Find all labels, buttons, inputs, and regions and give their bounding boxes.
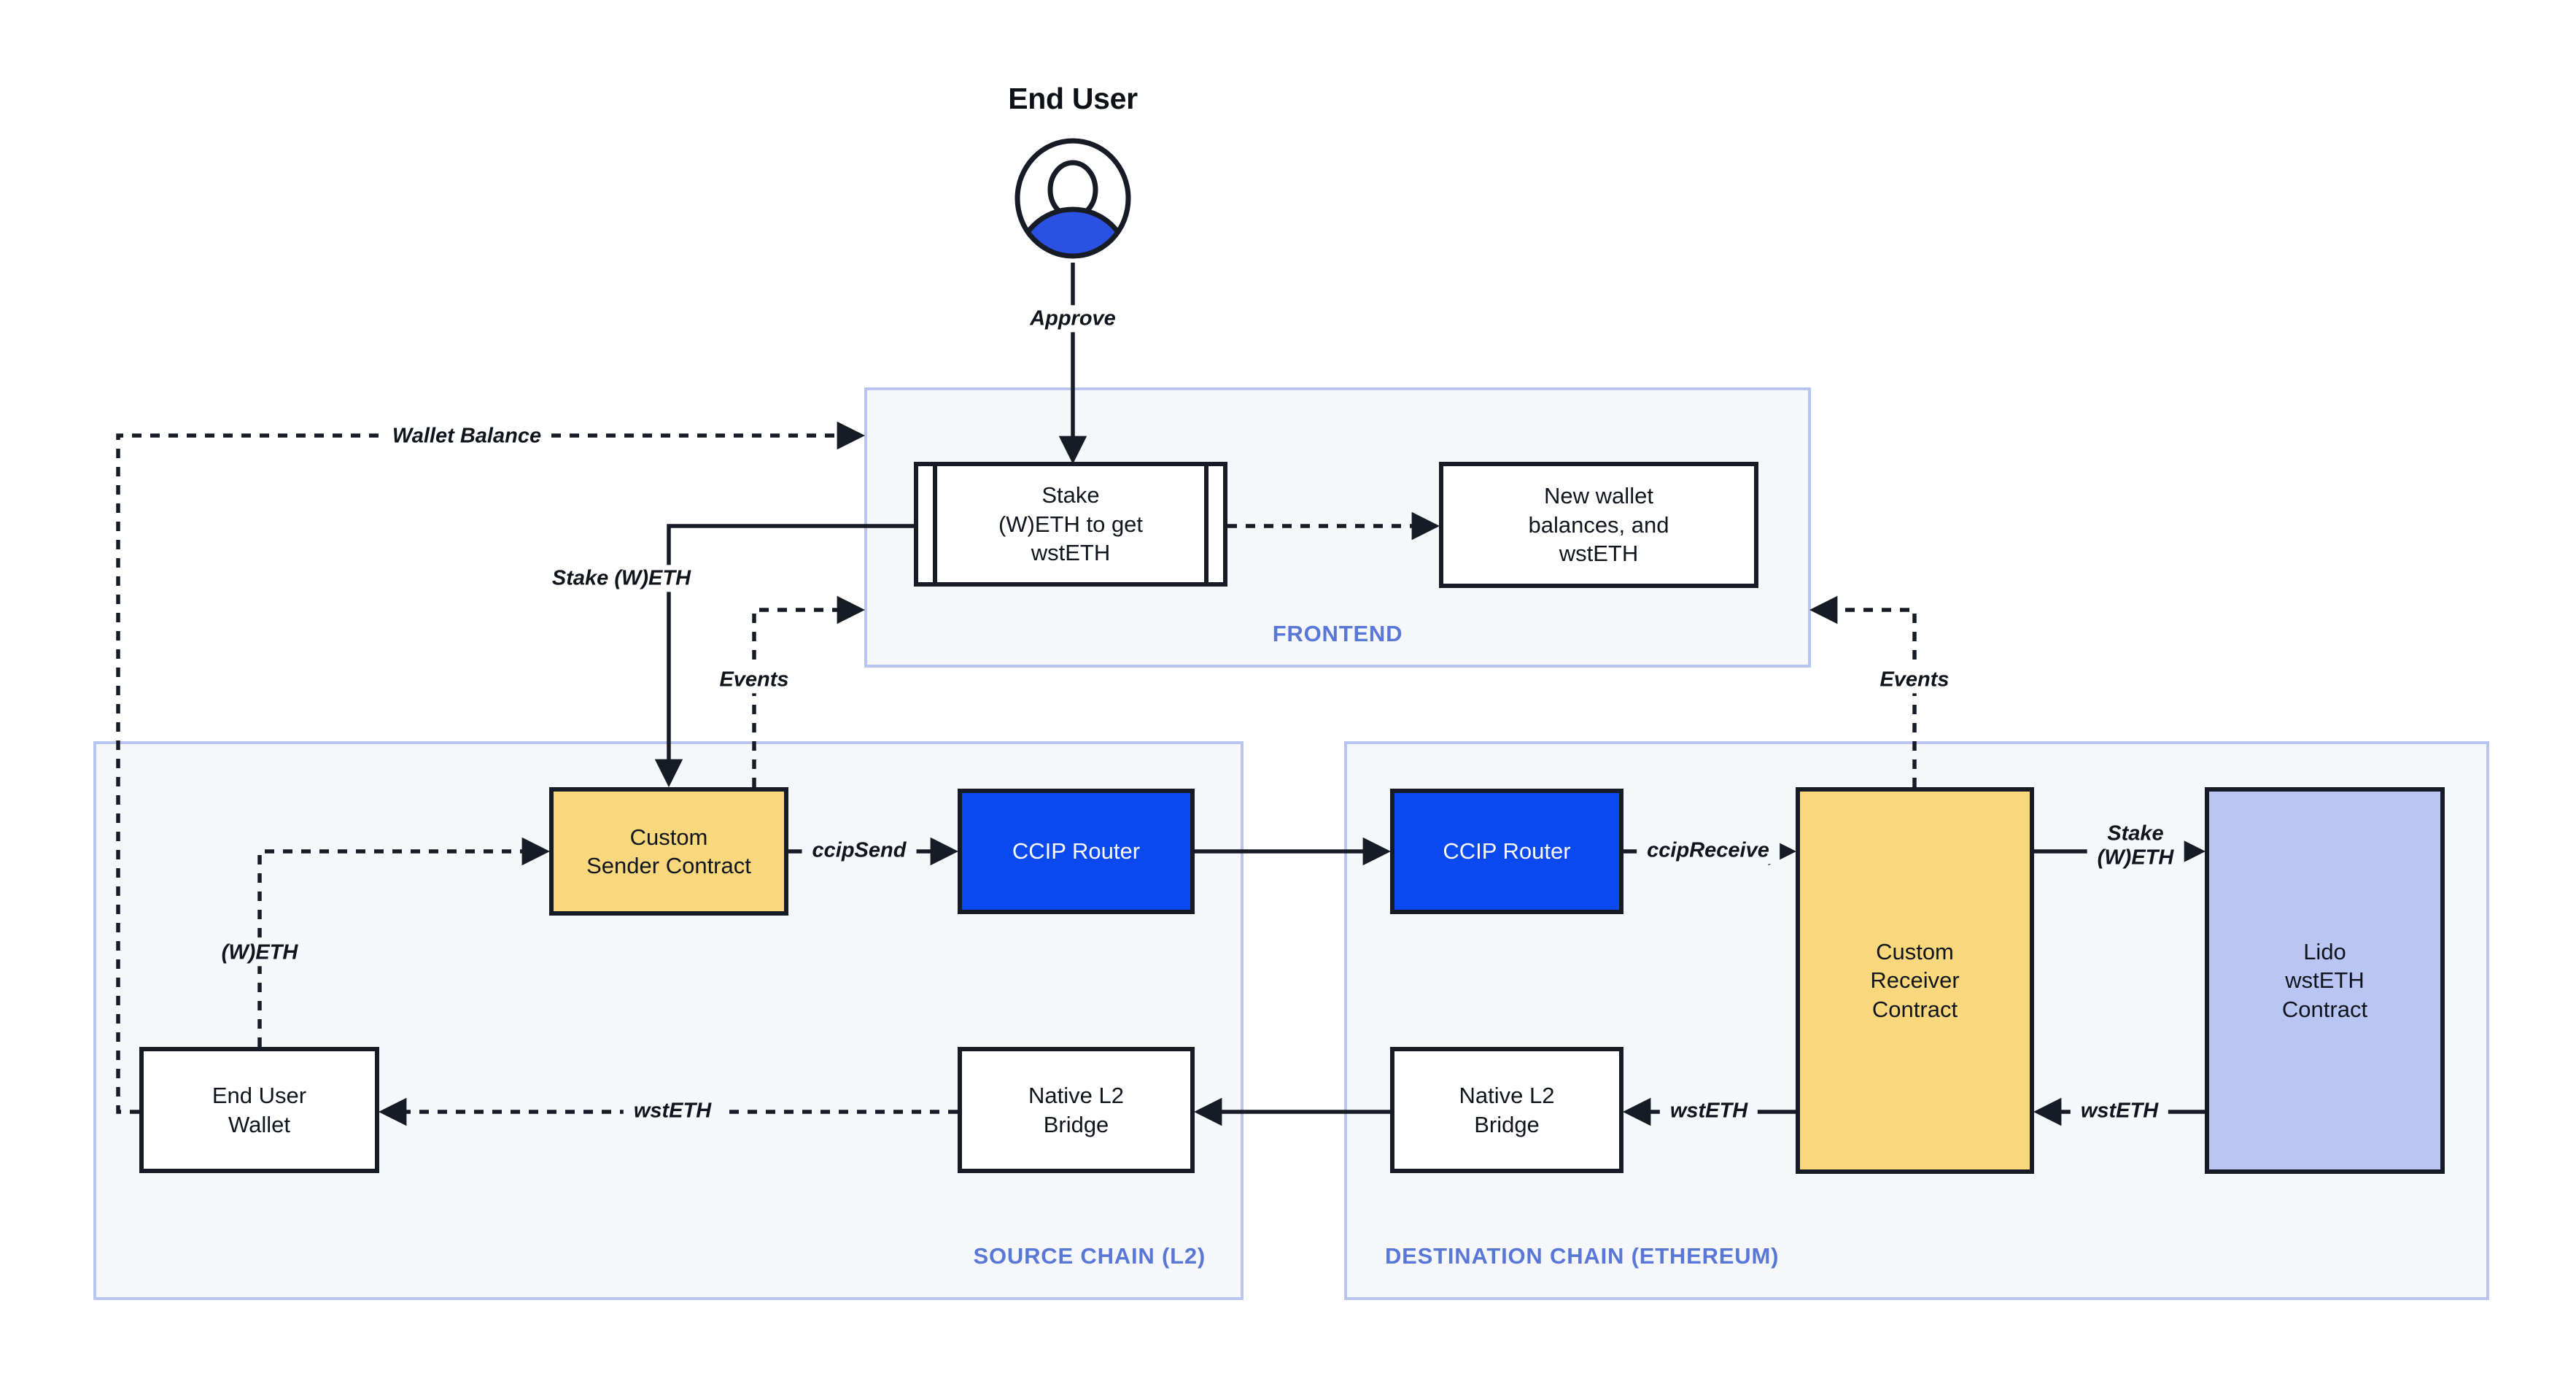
stake-box-label: Stake (W)ETH to get wstETH — [998, 482, 1144, 566]
receiver-contract-label: Custom Receiver Contract — [1870, 938, 1960, 1022]
stake-box: Stake (W)ETH to get wstETH — [914, 462, 1227, 587]
wsteth-to-bridge-label: wstETH — [1659, 1097, 1758, 1125]
stake-box-right-bar — [1204, 466, 1209, 582]
sender-contract-box: Custom Sender Contract — [549, 787, 788, 916]
lido-contract-box: Lido wstETH Contract — [2205, 787, 2445, 1174]
stake-box-left-bar — [933, 466, 937, 582]
ccip-router-dest-label: CCIP Router — [1443, 838, 1571, 865]
wsteth-from-lido-label: wstETH — [2070, 1097, 2169, 1125]
ccipsend-label: ccipSend — [802, 837, 917, 865]
stake-weth-dest-label: Stake (W)ETH — [2087, 820, 2184, 873]
end-user-wallet-box: End User Wallet — [139, 1047, 379, 1173]
ccipreceive-label: ccipReceive — [1637, 837, 1780, 865]
native-bridge-source-box: Native L2 Bridge — [958, 1047, 1195, 1173]
end-user-avatar-icon — [1015, 138, 1131, 259]
native-bridge-dest-box: Native L2 Bridge — [1390, 1047, 1623, 1173]
frontend-panel-label: FRONTEND — [1272, 621, 1403, 646]
wsteth-to-wallet-label: wstETH — [623, 1097, 722, 1125]
destination-chain-label: DESTINATION CHAIN (ETHEREUM) — [1385, 1243, 1780, 1269]
ccip-router-dest-box: CCIP Router — [1390, 789, 1623, 914]
weth-label: (W)ETH — [211, 939, 309, 967]
end-user-wallet-label: End User Wallet — [212, 1083, 307, 1137]
new-wallet-box-label: New wallet balances, and wstETH — [1528, 483, 1669, 567]
new-wallet-box: New wallet balances, and wstETH — [1439, 462, 1758, 588]
receiver-contract-box: Custom Receiver Contract — [1796, 787, 2034, 1174]
lido-contract-label: Lido wstETH Contract — [2281, 938, 2368, 1022]
ccip-router-source-label: CCIP Router — [1012, 838, 1141, 865]
approve-label: Approve — [1020, 305, 1126, 333]
native-bridge-dest-label: Native L2 Bridge — [1459, 1083, 1555, 1137]
end-user-title: End User — [1008, 82, 1138, 115]
stake-weth-label: Stake (W)ETH — [541, 565, 702, 592]
sender-contract-label: Custom Sender Contract — [586, 824, 751, 878]
source-chain-label: SOURCE CHAIN (L2) — [973, 1243, 1206, 1269]
native-bridge-source-label: Native L2 Bridge — [1028, 1083, 1124, 1137]
events-left-label: Events — [709, 666, 799, 694]
wallet-balance-label: Wallet Balance — [381, 422, 552, 450]
events-right-label: Events — [1869, 666, 1960, 694]
ccip-router-source-box: CCIP Router — [958, 789, 1195, 914]
